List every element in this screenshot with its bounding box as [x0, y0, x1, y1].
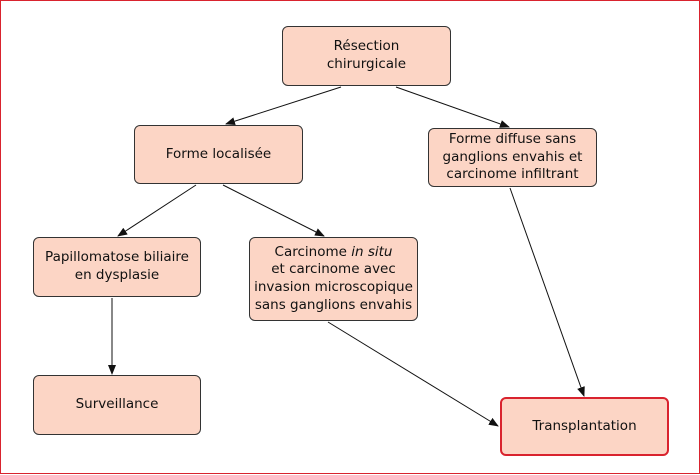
node-surveillance: Surveillance — [33, 375, 201, 435]
edge-diffuse-transplantation — [509, 187, 585, 397]
node-localisee-line-1: Forme localisée — [165, 145, 272, 162]
node-papillomatose-biliaire: Papillomatose biliaire en dysplasie — [33, 237, 201, 297]
node-resection-line-2: chirurgicale — [326, 56, 407, 72]
edge-localisee-papillomatose — [117, 184, 197, 237]
node-carcinome-line-3: invasion microscopique — [254, 279, 413, 295]
edge-resection-localisee — [225, 86, 342, 126]
node-diffuse-line-2: ganglions envahis et — [442, 148, 583, 165]
node-carcinome-line-1-pre: Carcinome — [274, 243, 352, 260]
node-carcinome-line-1-italic: in situ — [351, 243, 393, 260]
edge-carcinome-transplantation — [327, 321, 499, 427]
node-papillomatose-line-1: Papillomatose biliaire — [45, 249, 189, 266]
node-carcinome-line-1: Carcinome in situ — [254, 244, 413, 262]
node-surveillance-line-1: Surveillance — [75, 396, 159, 413]
node-resection-chirurgicale: Résection chirurgicale — [282, 26, 451, 86]
node-diffuse-line-1: Forme diffuse sans — [448, 131, 577, 148]
node-resection-line-1: Résection — [333, 38, 400, 55]
node-papillomatose-line-2: en dysplasie — [74, 267, 160, 283]
node-transplantation: Transplantation — [500, 397, 669, 456]
node-forme-localisee: Forme localisée — [134, 125, 303, 184]
edge-localisee-carcinome — [222, 184, 325, 237]
edge-resection-diffuse — [395, 86, 510, 128]
node-carcinome-line-2: et carcinome avec — [271, 261, 396, 278]
node-carcinome-in-situ: Carcinome in situ et carcinome avec inva… — [249, 237, 418, 321]
node-carcinome-line-4: sans ganglions envahis — [254, 296, 413, 313]
node-forme-diffuse: Forme diffuse sans ganglions envahis et … — [428, 128, 597, 187]
node-transplantation-line-1: Transplantation — [532, 417, 637, 434]
node-diffuse-line-3: carcinome infiltrant — [446, 166, 579, 183]
